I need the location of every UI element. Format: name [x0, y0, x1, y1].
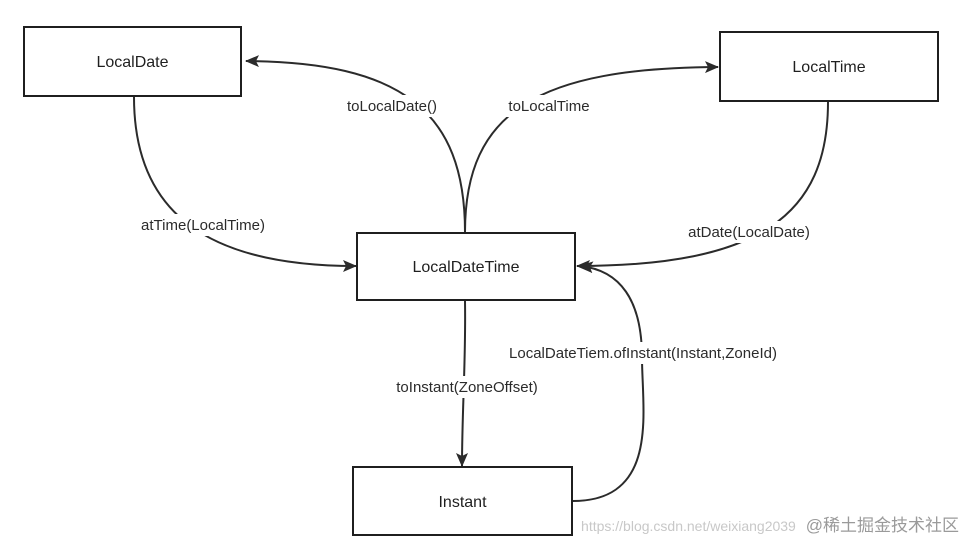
edge-to-local-time [464, 61, 719, 233]
node-local-time-label: LocalTime [792, 59, 865, 76]
node-local-date-time: LocalDateTime [356, 232, 576, 301]
watermark-url: https://blog.csdn.net/weixiang2039 [581, 518, 796, 534]
node-local-time: LocalTime [719, 31, 939, 102]
edge-label-to-local-date: toLocalDate() [347, 98, 437, 115]
node-instant: Instant [352, 466, 573, 536]
node-local-date-label: LocalDate [96, 54, 168, 71]
watermark-brand: @稀土掘金技术社区 [805, 516, 959, 535]
node-local-date-time-label: LocalDateTime [412, 259, 519, 276]
edge-label-at-date: atDate(LocalDate) [688, 224, 810, 241]
edge-label-of-instant: LocalDateTiem.ofInstant(Instant,ZoneId) [509, 345, 777, 362]
edge-label-to-instant: toInstant(ZoneOffset) [396, 379, 537, 396]
edge-of-instant [572, 261, 645, 502]
edge-at-time [133, 96, 357, 272]
node-local-date: LocalDate [23, 26, 242, 97]
node-instant-label: Instant [438, 494, 487, 511]
edge-label-at-time: atTime(LocalTime) [141, 217, 265, 234]
watermark: https://blog.csdn.net/weixiang2039 @稀土掘金… [581, 511, 959, 536]
edge-label-to-local-time: toLocalTime [508, 98, 589, 115]
edge-to-local-date [245, 55, 466, 233]
